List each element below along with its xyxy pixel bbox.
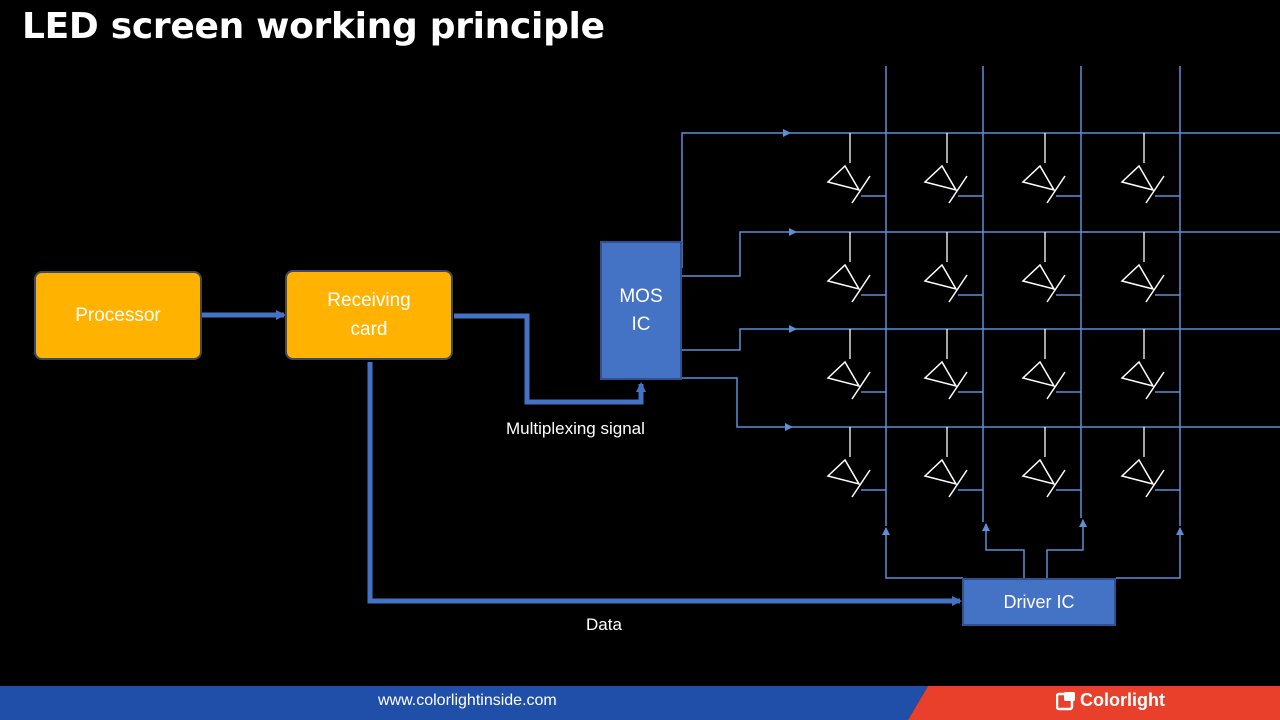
processor-label: Processor: [75, 305, 161, 326]
mos-ic-block: MOS IC: [600, 241, 682, 380]
led-1-2: [923, 133, 983, 204]
column-wire-2: [982, 523, 1025, 578]
led-3-2: [923, 329, 983, 400]
column-wire-3: [1046, 519, 1087, 578]
footer-brand: Colorlight: [1056, 690, 1165, 711]
receiving-card-label-line2: card: [350, 319, 388, 340]
multiplexing-signal-path: [454, 313, 646, 405]
led-1-3: [1021, 133, 1081, 204]
footer-brand-name: Colorlight: [1080, 690, 1165, 710]
row-wire-1: [681, 129, 791, 268]
led-3-1: [826, 329, 886, 400]
led-4-2: [923, 427, 983, 498]
led-matrix: [826, 133, 1180, 498]
column-wire-4: [1116, 527, 1184, 579]
row-wire-4: [682, 377, 793, 431]
data-label: Data: [586, 615, 622, 634]
led-2-2: [923, 232, 983, 303]
driver-ic-label: Driver IC: [1003, 592, 1075, 612]
led-1-4: [1120, 133, 1180, 204]
led-4-3: [1021, 427, 1081, 498]
led-4-4: [1120, 427, 1180, 498]
led-4-1: [826, 427, 886, 498]
driver-ic-block: Driver IC: [962, 578, 1116, 626]
column-wire-1: [882, 527, 963, 579]
row-wire-3: [682, 325, 797, 351]
led-2-1: [826, 232, 886, 303]
led-2-3: [1021, 232, 1081, 303]
footer-bar: [0, 686, 1280, 720]
receiving-card-block: Receiving card: [285, 270, 453, 360]
mos-ic-label-line1: MOS: [619, 285, 663, 307]
row-wire-2: [682, 228, 797, 277]
diagram-canvas: [202, 66, 1280, 606]
multiplexing-signal-label: Multiplexing signal: [506, 419, 645, 438]
mos-ic-label-line2: IC: [631, 313, 651, 335]
colorlight-logo-icon: [1056, 691, 1075, 710]
led-3-4: [1120, 329, 1180, 400]
led-1-1: [826, 133, 886, 204]
slide-title: LED screen working principle: [22, 6, 605, 47]
led-3-3: [1021, 329, 1081, 400]
data-path: [367, 362, 962, 606]
receiving-card-label-line1: Receiving: [327, 290, 411, 311]
footer-url[interactable]: www.colorlightinside.com: [378, 692, 557, 709]
led-2-4: [1120, 232, 1180, 303]
processor-block: Processor: [34, 271, 202, 360]
